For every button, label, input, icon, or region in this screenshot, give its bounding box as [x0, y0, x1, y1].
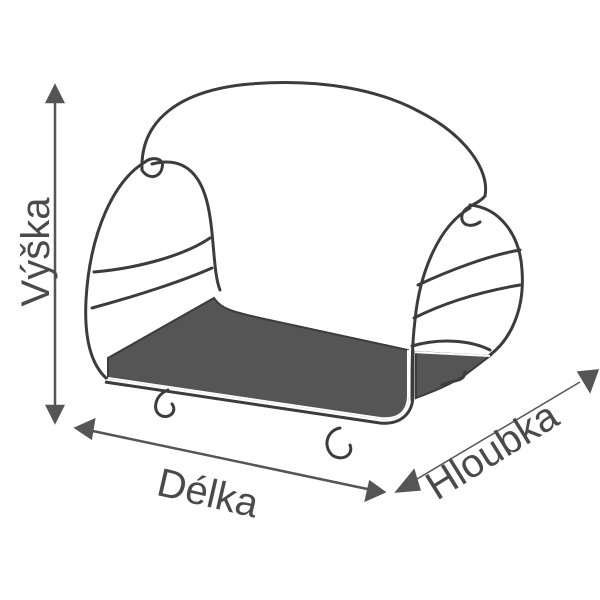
left-arm-stripe: [92, 236, 212, 274]
feet: [154, 370, 467, 460]
right-arm-stripe: [412, 283, 522, 320]
seat-frame: [104, 350, 415, 425]
seat-highlight: [107, 350, 491, 420]
foot-right-back: [440, 370, 467, 387]
backrest: [140, 81, 488, 198]
height-arrow: [44, 83, 66, 425]
right-arm: [468, 203, 524, 357]
left-arm-curl: [140, 157, 164, 178]
armchair-outline: [84, 81, 524, 402]
length-arrow: [73, 417, 387, 503]
foot-right-front: [325, 426, 353, 460]
depth-arrow: [394, 369, 600, 493]
left-arm: [84, 160, 147, 380]
right-arm-stripe: [416, 248, 522, 287]
foot-left-front: [154, 388, 176, 419]
height-label: Výška: [14, 197, 58, 307]
left-arm-stripe: [90, 266, 214, 310]
seat-right-section: [415, 350, 493, 400]
